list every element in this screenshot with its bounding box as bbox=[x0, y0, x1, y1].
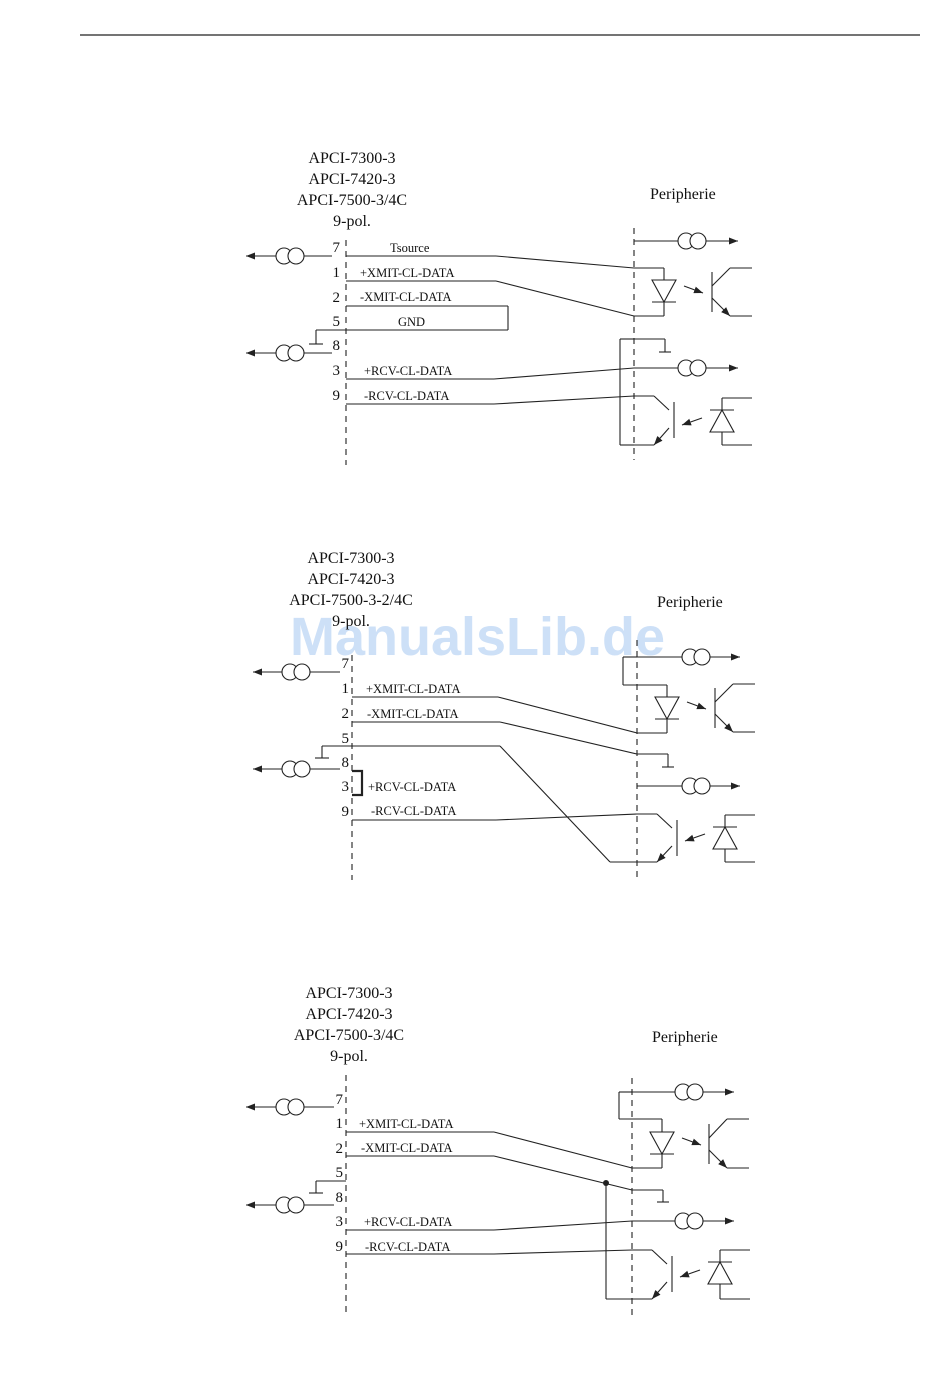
signal-gnd: GND bbox=[398, 315, 425, 329]
pin-9: 9 bbox=[333, 388, 341, 404]
diagram-1: APCI-7300-3 APCI-7420-3 APCI-7500-3/4C 9… bbox=[246, 150, 752, 465]
signal-rcv-minus: -RCV-CL-DATA bbox=[365, 1240, 450, 1254]
phototransistor-icon bbox=[711, 267, 752, 317]
pin-3: 3 bbox=[336, 1214, 344, 1230]
jumper-bracket bbox=[352, 769, 364, 797]
pin-2: 2 bbox=[336, 1141, 344, 1157]
connector-type: 9-pol. bbox=[333, 213, 371, 230]
current-source-icon bbox=[634, 232, 738, 250]
pin-7: 7 bbox=[336, 1092, 344, 1108]
signal-rcv-plus: +RCV-CL-DATA bbox=[364, 1215, 452, 1229]
diagram-2: APCI-7300-3 APCI-7420-3 APCI-7500-3-2/4C… bbox=[253, 550, 755, 880]
pin-3: 3 bbox=[333, 363, 341, 379]
signal-xmit-plus: +XMIT-CL-DATA bbox=[359, 1117, 453, 1131]
pin-2: 2 bbox=[342, 706, 350, 722]
ground-icon bbox=[309, 329, 346, 345]
light-arrow bbox=[684, 833, 706, 842]
pin-8: 8 bbox=[333, 338, 341, 354]
current-source-icon bbox=[637, 648, 740, 666]
pin-8: 8 bbox=[336, 1190, 344, 1206]
pin-1: 1 bbox=[336, 1116, 344, 1132]
card-title-3: APCI-7500-3/4C bbox=[297, 192, 407, 209]
signal-rcv-plus: +RCV-CL-DATA bbox=[364, 364, 452, 378]
signal-xmit-minus: -XMIT-CL-DATA bbox=[360, 290, 452, 304]
pin-7: 7 bbox=[333, 240, 341, 256]
ground-icon bbox=[634, 338, 671, 353]
connector-type: 9-pol. bbox=[330, 1048, 368, 1065]
pin-8: 8 bbox=[342, 755, 350, 771]
current-source-icon bbox=[637, 777, 740, 795]
light-arrow bbox=[681, 417, 703, 426]
phototransistor-icon bbox=[634, 395, 675, 446]
light-arrow bbox=[686, 701, 707, 710]
current-source-icon bbox=[246, 344, 332, 362]
connector-type: 9-pol. bbox=[332, 613, 370, 630]
peripheral-label: Peripherie bbox=[650, 186, 716, 203]
pin-5: 5 bbox=[336, 1165, 344, 1181]
current-source-icon bbox=[634, 359, 738, 377]
ground-icon bbox=[315, 745, 352, 759]
card-title-1: APCI-7300-3 bbox=[305, 985, 392, 1002]
card-title-1: APCI-7300-3 bbox=[308, 150, 395, 167]
current-source-icon bbox=[246, 1098, 334, 1116]
pin-9: 9 bbox=[342, 804, 350, 820]
pin-5: 5 bbox=[342, 731, 350, 747]
led-icon bbox=[707, 1249, 750, 1300]
peripheral-label: Peripherie bbox=[657, 594, 723, 611]
phototransistor-icon bbox=[708, 1118, 749, 1169]
light-arrow bbox=[683, 285, 704, 294]
signal-xmit-minus: -XMIT-CL-DATA bbox=[367, 707, 459, 721]
current-source-icon bbox=[632, 1212, 734, 1230]
current-source-icon bbox=[253, 760, 340, 778]
phototransistor-icon bbox=[632, 1249, 673, 1300]
light-arrow bbox=[681, 1137, 702, 1146]
signal-rcv-minus: -RCV-CL-DATA bbox=[371, 804, 456, 818]
led-icon bbox=[712, 814, 755, 863]
card-title-3: APCI-7500-3-2/4C bbox=[289, 592, 413, 609]
signal-xmit-plus: +XMIT-CL-DATA bbox=[366, 682, 460, 696]
diagram-3: APCI-7300-3 APCI-7420-3 APCI-7500-3/4C 9… bbox=[246, 985, 750, 1315]
signal-rcv-minus: -RCV-CL-DATA bbox=[364, 389, 449, 403]
card-title-3: APCI-7500-3/4C bbox=[294, 1027, 404, 1044]
pin-1: 1 bbox=[342, 681, 350, 697]
ground-icon bbox=[309, 1180, 346, 1194]
current-source-icon bbox=[253, 663, 340, 681]
ground-icon bbox=[632, 1189, 669, 1203]
card-title-2: APCI-7420-3 bbox=[305, 1006, 392, 1023]
card-title-2: APCI-7420-3 bbox=[307, 571, 394, 588]
light-arrow bbox=[679, 1269, 701, 1278]
led-icon bbox=[709, 397, 752, 446]
signal-xmit-plus: +XMIT-CL-DATA bbox=[360, 266, 454, 280]
led-icon bbox=[634, 267, 677, 317]
signal-xmit-minus: -XMIT-CL-DATA bbox=[361, 1141, 453, 1155]
phototransistor-icon bbox=[637, 813, 678, 863]
current-source-icon bbox=[246, 1196, 334, 1214]
card-title-2: APCI-7420-3 bbox=[308, 171, 395, 188]
led-icon bbox=[637, 685, 680, 734]
pin-1: 1 bbox=[333, 265, 341, 281]
card-title-1: APCI-7300-3 bbox=[307, 550, 394, 567]
ground-icon bbox=[637, 753, 674, 768]
pin-7: 7 bbox=[342, 656, 350, 672]
phototransistor-icon bbox=[714, 683, 755, 733]
pin-2: 2 bbox=[333, 290, 341, 306]
led-icon bbox=[632, 1119, 675, 1169]
pin-3: 3 bbox=[342, 779, 350, 795]
signal-tsource: Tsource bbox=[390, 241, 430, 255]
peripheral-label: Peripherie bbox=[652, 1029, 718, 1046]
pin-9: 9 bbox=[336, 1239, 344, 1255]
current-source-icon bbox=[632, 1083, 734, 1101]
pin-5: 5 bbox=[333, 314, 341, 330]
current-source-icon bbox=[246, 247, 332, 265]
signal-rcv-plus: +RCV-CL-DATA bbox=[368, 780, 456, 794]
